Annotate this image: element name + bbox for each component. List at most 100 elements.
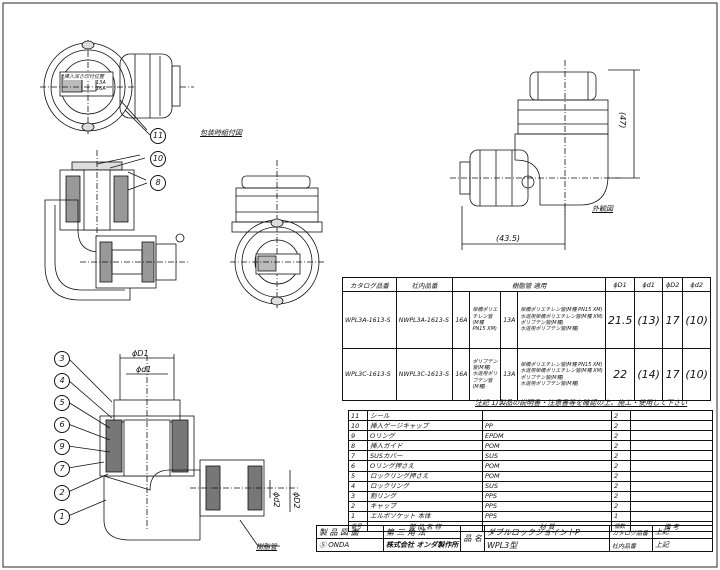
cap-text-3: 16A	[96, 86, 106, 92]
spec-size-a: 16A	[452, 291, 471, 349]
parts-cell-remark	[630, 409, 713, 422]
spec-h-d2: ϕd2	[682, 277, 711, 292]
parts-cell-no: 3	[348, 490, 368, 502]
parts-cell-mat: PP	[482, 420, 612, 432]
parts-cell-mat: SUS	[482, 450, 612, 462]
spec-D1: 21.5	[604, 291, 636, 349]
balloon-2: 2	[54, 485, 70, 501]
parts-cell-no: 4	[348, 480, 368, 492]
parts-cell-name: シール	[367, 409, 483, 422]
parts-cell-qty: 2	[611, 409, 631, 422]
title-name-label: 品 名	[460, 525, 485, 552]
spec-internal: NWPL3C-1613-S	[395, 348, 454, 401]
title-internal-val: 上記	[651, 538, 714, 552]
spec-D2: 17	[661, 348, 684, 401]
parts-cell-mat: POM	[482, 470, 612, 482]
parts-cell-no: 9	[348, 430, 368, 442]
spec-apply-a: ポリブテン管(M種) 水道用ポリブテン管(M種)	[469, 348, 502, 401]
spec-apply-b: 架橋ポリエチレン管(M種 PN15 XM) 水道用架橋ポリエチレン管(M種 XM…	[517, 348, 606, 401]
parts-cell-no: 8	[348, 440, 368, 452]
parts-cell-mat: PPS	[482, 510, 612, 523]
view-section-detail	[99, 354, 300, 547]
balloon-1: 1	[54, 509, 70, 525]
parts-cell-qty: 2	[611, 430, 631, 442]
balloon-6: 6	[54, 417, 70, 433]
spec-size-a: 16A	[452, 348, 471, 401]
balloon-3: 3	[54, 351, 70, 367]
spec-h-D2: ϕD2	[661, 277, 684, 292]
spec-h-apply: 樹脂管 適用	[452, 277, 606, 292]
parts-cell-qty: 2	[611, 500, 631, 512]
parts-cell-name: SUSカバー	[367, 450, 483, 462]
parts-cell-no: 6	[348, 460, 368, 472]
spec-h-catalog: カタログ品番	[342, 277, 397, 292]
parts-cell-remark	[630, 500, 713, 512]
balloon-11: 11	[150, 128, 166, 144]
spec-d1: (13)	[634, 291, 663, 349]
parts-cell-remark	[630, 420, 713, 432]
title-catalog-val: 上記	[651, 525, 714, 539]
company-name: 株式会社 オンダ製作所	[382, 538, 462, 552]
parts-cell-mat: PPS	[482, 490, 612, 502]
parts-cell-qty: 1	[611, 510, 631, 523]
parts-cell-mat: SUS	[482, 480, 612, 492]
parts-cell-remark	[630, 480, 713, 492]
spec-size-b: 13A	[500, 291, 519, 349]
parts-cell-remark	[630, 510, 713, 523]
view-section-top	[44, 150, 190, 301]
parts-cell-mat: EPDM	[482, 430, 612, 442]
balloon-4: 4	[54, 373, 70, 389]
spec-size-b: 13A	[500, 348, 519, 401]
dim-D1: ϕD1	[132, 349, 149, 358]
parts-cell-no: 11	[348, 409, 368, 422]
parts-cell-remark	[630, 440, 713, 452]
parts-cell-qty: 2	[611, 490, 631, 502]
spec-apply-b-3: ポリブテン管(M種)	[520, 374, 564, 381]
dim-D2: ϕD2	[292, 492, 301, 509]
spec-h-D1: ϕD1	[604, 277, 636, 292]
spec-apply-b-2: 水道用架橋ポリエチレン管(M種 XM)	[520, 313, 603, 320]
parts-cell-no: 10	[348, 420, 368, 432]
cap-text-1: 挿入深さ印付位置	[64, 73, 105, 80]
parts-cell-qty: 2	[611, 480, 631, 492]
parts-cell-name: Oリング	[367, 430, 483, 442]
title-model: WPL3型	[483, 538, 610, 552]
parts-cell-qty: 2	[611, 420, 631, 432]
parts-cell-mat	[482, 409, 612, 422]
spec-D2: 17	[661, 291, 684, 349]
parts-cell-remark	[630, 460, 713, 472]
parts-cell-no: 2	[348, 500, 368, 512]
parts-cell-name: 挿入ガイド	[367, 440, 483, 452]
spec-d2: (10)	[682, 348, 711, 401]
parts-cell-mat: PPS	[482, 500, 612, 512]
title-internal-label: 社内品番	[608, 538, 653, 552]
label-packed-attach: 包装時組付図	[200, 129, 242, 137]
dim-h47: (47)	[618, 112, 627, 129]
spec-apply-b-3: ポリブテン管(M種)	[520, 320, 564, 326]
parts-cell-remark	[630, 490, 713, 502]
spec-header-row: カタログ品番 社内品番 樹脂管 適用 ϕD1 ϕd1 ϕD2 ϕd2	[342, 277, 711, 292]
note-text: 注記 1)製品の説明書・注意書等を確認の上、施工・使用して下さい	[475, 399, 688, 407]
spec-apply-a: 架橋ポリエチレン管(M種 PN15 XM)	[469, 291, 502, 349]
parts-cell-name: ロックリング	[367, 480, 483, 492]
spec-h-internal: 社内品番	[395, 277, 454, 292]
spec-d1: (14)	[634, 348, 663, 401]
company-logo: Ⓢ ONDA	[316, 538, 384, 552]
balloon-5: 5	[54, 395, 70, 411]
spec-table: カタログ品番 社内品番 樹脂管 適用 ϕD1 ϕd1 ϕD2 ϕd2 WPL3A…	[342, 277, 711, 401]
parts-cell-name: Oリング押さえ	[367, 460, 483, 472]
title-block: 製 品 図 面 第 三 角 法 品 名 ダブルロックジョイントP カタログ品番 …	[316, 525, 714, 552]
title-angle: 第 三 角 法	[382, 525, 462, 539]
spec-apply-b-4: 水道用ポリブテン管(M種)	[520, 326, 579, 333]
balloon-7: 7	[54, 461, 70, 477]
spec-d2: (10)	[682, 291, 711, 349]
spec-apply-b-1: 架橋ポリエチレン管(M種 PN15 XM)	[520, 307, 603, 314]
